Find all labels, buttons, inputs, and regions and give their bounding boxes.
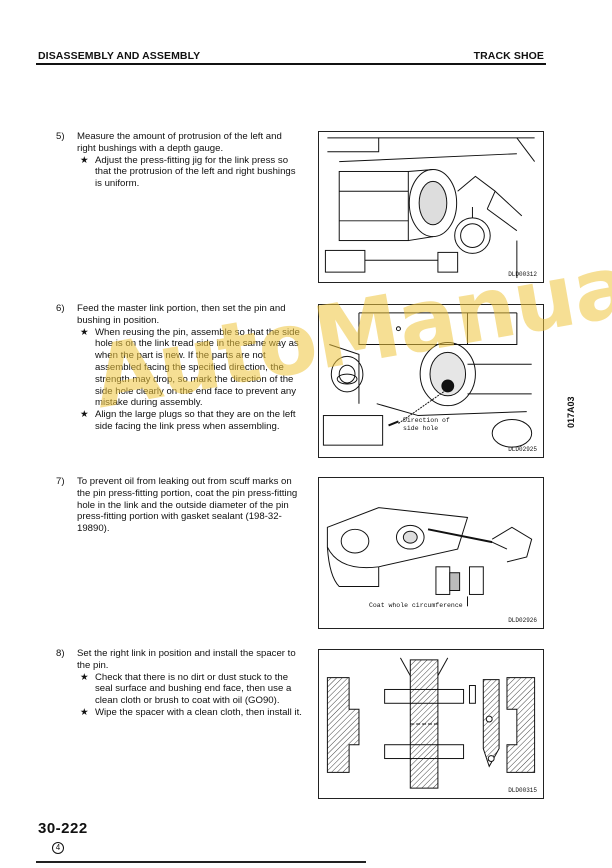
figure-code: DLD00312 — [508, 271, 537, 278]
step-note: ★ Align the large plugs so that they are… — [77, 409, 302, 433]
step-5: 5) Measure the amount of protrusion of t… — [56, 131, 302, 190]
figure-gasket-sealant: Coat whole circumference DLD02926 — [318, 477, 544, 629]
page-number: 30-222 — [38, 820, 88, 837]
star-icon: ★ — [80, 326, 89, 338]
step-number: 8) — [56, 648, 65, 659]
master-link-illustration — [322, 312, 533, 448]
figure-master-link: Direction of side hole DLD02925 — [318, 304, 544, 458]
note-text: Align the large plugs so that they are o… — [95, 409, 296, 432]
step-text: Measure the amount of protrusion of the … — [77, 131, 282, 154]
figure-code: DLD02926 — [508, 617, 537, 624]
step-6: 6) Feed the master link portion, then se… — [56, 303, 302, 433]
header-rule — [36, 63, 546, 65]
step-text: Set the right link in position and insta… — [77, 648, 296, 671]
star-icon: ★ — [80, 154, 89, 166]
step-note: ★ Check that there is no dirt or dust st… — [77, 672, 302, 707]
section-title: DISASSEMBLY AND ASSEMBLY — [38, 50, 201, 62]
step-8: 8) Set the right link in position and in… — [56, 648, 302, 719]
step-number: 6) — [56, 303, 65, 314]
star-icon: ★ — [80, 706, 89, 718]
step-7: 7) To prevent oil from leaking out from … — [56, 476, 302, 535]
step-number: 5) — [56, 131, 65, 142]
label-line: side hole — [403, 425, 439, 432]
figure-label: Direction of side hole — [403, 417, 450, 433]
figure-spacer-install: DLD00315 — [318, 649, 544, 799]
figure-code: DLD02925 — [508, 446, 537, 453]
note-text: Wipe the spacer with a clean cloth, then… — [95, 706, 302, 718]
label-line: Direction of — [403, 417, 450, 424]
note-text: Adjust the press-fitting jig for the lin… — [95, 154, 296, 190]
step-note: ★ When reusing the pin, assemble so that… — [77, 327, 302, 410]
spacer-install-illustration — [326, 657, 536, 789]
figure-code: DLD00315 — [508, 787, 537, 794]
step-note: ★ Adjust the press-fitting jig for the l… — [77, 155, 302, 190]
star-icon: ★ — [80, 409, 89, 421]
figure-label: Coat whole circumference — [369, 602, 463, 609]
figure-depth-gauge: DLD00312 — [318, 131, 544, 283]
note-text: Check that there is no dirt or dust stuc… — [95, 671, 292, 707]
step-text: Feed the master link portion, then set t… — [77, 303, 286, 326]
topic-title: TRACK SHOE — [473, 50, 544, 62]
star-icon: ★ — [80, 671, 89, 683]
footer-rule — [36, 861, 366, 863]
gasket-sealant-illustration — [326, 507, 533, 607]
step-note: ★ Wipe the spacer with a clean cloth, th… — [77, 707, 302, 719]
step-text: To prevent oil from leaking out from scu… — [77, 476, 298, 535]
note-text: When reusing the pin, assemble so that t… — [95, 326, 300, 409]
step-number: 7) — [56, 476, 65, 487]
revision-mark: 4 — [52, 842, 64, 854]
side-code: 017A03 — [566, 396, 576, 428]
depth-gauge-illustration — [324, 137, 536, 279]
